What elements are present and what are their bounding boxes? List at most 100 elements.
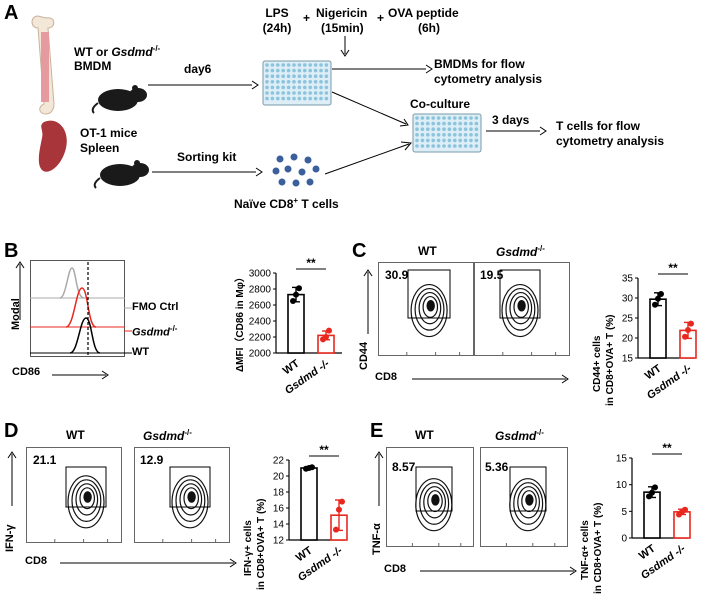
y-tick-label: 2000 [249, 349, 272, 360]
contour [71, 479, 102, 522]
y-tick-label: 14 [273, 520, 285, 531]
data-point [293, 291, 299, 298]
data-point [336, 506, 342, 513]
bone-icon [31, 15, 55, 115]
c-wt-label: WT [418, 244, 437, 258]
tnfa-axis-arrow [374, 451, 384, 506]
contour [505, 287, 536, 331]
d-flow-plot-ko [134, 447, 230, 543]
bmdm-flow-2: cytometry analysis [434, 72, 543, 86]
c-cd8-arrow [412, 374, 569, 384]
tnfa-axis-label: TNF-α [371, 523, 383, 555]
bmdm-flow-1: BMDMs for flow [434, 57, 525, 71]
y-tick-label: 0 [621, 534, 627, 545]
d-cd8-arrow [60, 558, 237, 568]
significance-label: ** [662, 441, 672, 455]
d-wt-label: WT [66, 428, 85, 442]
data-point [688, 320, 694, 327]
contour [431, 494, 440, 506]
gate [499, 269, 541, 319]
y-tick-label: 5 [621, 507, 627, 518]
x-tick-label: WT [643, 362, 664, 382]
naive-t-cells-icon [272, 153, 320, 187]
coculture-plate-icon [412, 113, 482, 153]
coculture-label: Co-culture [410, 97, 470, 111]
significance-label: ** [306, 256, 316, 270]
y-tick-label: 20 [273, 472, 285, 483]
contour [79, 487, 95, 510]
e-ko-label: Gsdmd-/- [495, 428, 544, 443]
contour [67, 475, 105, 529]
d-pct-wt: 21.1 [33, 453, 57, 467]
lps-label: LPS [265, 6, 289, 20]
cd86-histogram [30, 260, 125, 357]
y-tick-label: 35 [622, 274, 634, 285]
t-flow-1: T cells for flow [556, 119, 641, 133]
e-pct-wt: 8.57 [392, 460, 416, 474]
cd44-axis-arrow [363, 269, 373, 334]
c-ko-label: Gsdmd-/- [496, 244, 545, 259]
data-point [682, 506, 688, 513]
bar [287, 293, 305, 354]
mouse-icon-2 [93, 160, 149, 189]
cd86-axis-label: CD86 [12, 366, 41, 378]
lps-time: (24h) [262, 21, 292, 35]
y-tick-label: 2400 [249, 317, 272, 328]
legend-fmo: FMO Ctrl [132, 301, 179, 313]
bar [300, 467, 318, 541]
contour [423, 486, 446, 519]
e-wt-label: WT [415, 428, 434, 442]
e-bar-ylabel-1: TNF-α+ cells [580, 520, 591, 580]
arrow-down [340, 36, 350, 57]
contour [517, 299, 526, 312]
contour [414, 287, 445, 331]
data-point [323, 334, 329, 340]
d-bar-ylabel-1: IFN-γ+ cells [243, 520, 254, 576]
gate [169, 466, 211, 508]
y-tick-label: 18 [273, 488, 285, 499]
panel-label-b: B [4, 240, 19, 262]
data-point [682, 333, 688, 340]
d-ko-label: Gsdmd-/- [143, 428, 192, 443]
data-point [658, 291, 664, 297]
contour [517, 486, 540, 519]
arrow-to-coculture-1 [331, 91, 409, 127]
t-flow-2: cytometry analysis [556, 134, 665, 148]
ot1-line1: OT-1 mice [80, 126, 138, 140]
gate [415, 466, 453, 512]
ova-time: (6h) [418, 21, 440, 35]
contour [513, 482, 544, 525]
panel-label-e: E [370, 420, 384, 442]
d-flow-plot-wt [26, 447, 122, 543]
y-tick-label: 3000 [249, 269, 272, 280]
nigericin-label: Nigericin [316, 6, 368, 20]
x-tick-label: WT [637, 542, 658, 562]
c-pct-ko: 19.5 [480, 268, 504, 282]
y-tick-label: 25 [622, 314, 634, 325]
contour [525, 494, 534, 506]
c-cd8-label: CD8 [375, 371, 398, 383]
bmdm-line2: BMDM [74, 59, 112, 73]
data-point [655, 295, 661, 302]
contour [418, 291, 442, 325]
e-cd8-label: CD8 [384, 563, 407, 575]
y-tick-label: 2600 [249, 301, 272, 312]
panel-label-a: A [4, 2, 19, 24]
plus-2: + [377, 11, 385, 25]
gate [509, 466, 547, 512]
data-point [649, 489, 655, 496]
arrow-sorting [152, 167, 263, 177]
y-tick-label: 16 [273, 504, 285, 515]
panel-label-d: D [4, 420, 19, 442]
y-tick-label: 2800 [249, 285, 272, 296]
naive-cells-label: Naïve CD8+ T cells [234, 196, 339, 211]
gate [407, 269, 451, 319]
mouse-icon [91, 85, 147, 114]
cd86-axis-arrow [52, 370, 109, 380]
contour [171, 475, 209, 529]
data-point [339, 498, 345, 505]
data-point [290, 298, 296, 304]
y-tick-label: 15 [616, 454, 628, 465]
c-bar-ylabel-1: CD44+ cells [592, 335, 603, 392]
